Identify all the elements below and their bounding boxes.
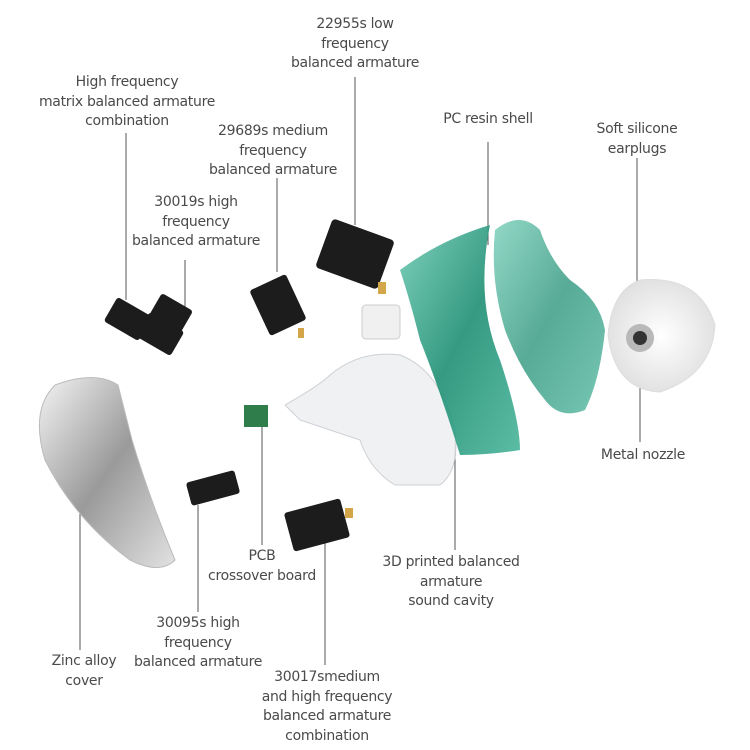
armature-30017	[284, 498, 350, 552]
hf-matrix-armature	[104, 294, 192, 356]
label-metal-nozzle: Metal nozzle	[600, 447, 686, 463]
pc-resin-shell-outer	[493, 220, 605, 414]
sound-cavity	[284, 353, 457, 486]
mid-freq-armature	[250, 274, 306, 336]
label-pc-resin-shell: PC resin shell	[443, 111, 533, 127]
low-freq-armature	[316, 219, 394, 289]
leader-lines	[79, 77, 641, 665]
pcb-board	[244, 405, 268, 427]
silicone-earplug	[607, 279, 716, 393]
low-freq-terminal	[378, 282, 386, 294]
socket-connector	[361, 304, 401, 340]
mid-freq-terminal	[298, 328, 304, 338]
armature-30095	[186, 470, 240, 506]
zinc-alloy-cover	[38, 377, 176, 568]
pc-resin-shell-inner	[400, 225, 520, 455]
